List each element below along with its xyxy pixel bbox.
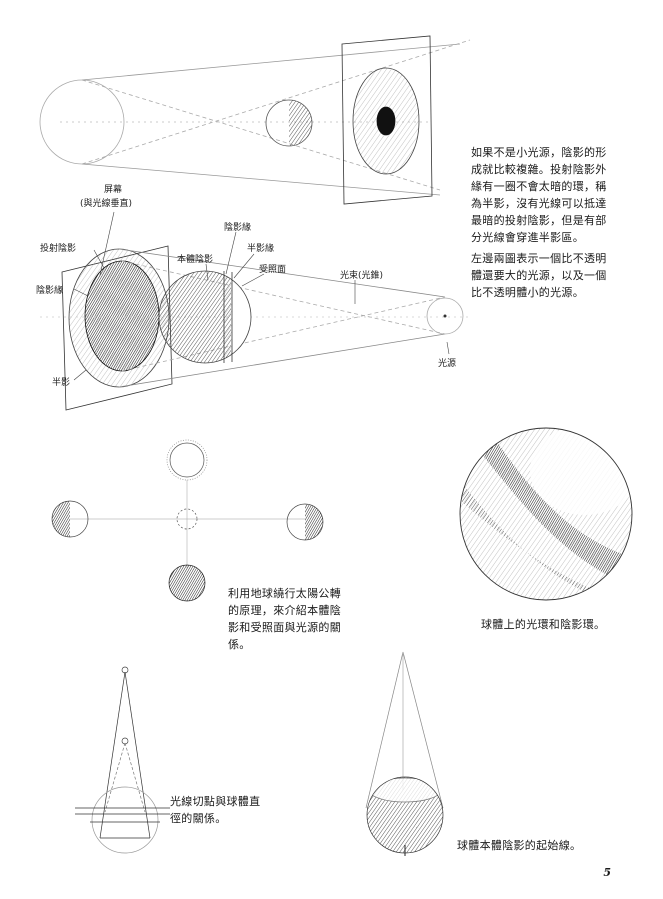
- small-light-source-circle: [426, 297, 464, 335]
- caption-small-source-p2: 左邊兩圖表示一個比不透明體還要大的光源，以及一個比不透明體小的光源。: [471, 252, 607, 299]
- caption-orbit: 利用地球繞行太陽公轉的原理，來介紹本體陰影和受照面與光源的關係。: [228, 587, 341, 651]
- page-number: 5: [603, 866, 611, 879]
- ringed-sphere: [459, 427, 633, 601]
- label-cast-shadow: 投射陰影: [40, 244, 77, 254]
- tangent-diagram: [75, 666, 170, 854]
- large-light-source-circle: [39, 79, 125, 165]
- opaque-sphere-middle: [158, 270, 252, 364]
- umbra-middle: [84, 260, 160, 372]
- label-lit-face: 受照面: [259, 265, 287, 275]
- caption-small-source: 如果不是小光源，陰影的形成就比較複雜。投射陰影外緣有一圈不會太暗的環，稱為半影，…: [471, 144, 607, 301]
- center-dashed-circle: [176, 508, 198, 530]
- label-screen: 屏幕: [104, 185, 123, 195]
- caption-small-source-p1: 如果不是小光源，陰影的形成就比較複雜。投射陰影外緣有一圈不會太暗的環，稱為半影，…: [471, 146, 607, 244]
- start-line-diagram: [365, 651, 444, 856]
- label-penumbra-top: 半影緣: [247, 244, 275, 254]
- earth-bottom: [168, 564, 206, 602]
- sun-circle: [166, 439, 208, 481]
- caption-rings: 球體上的光環和陰影環。: [481, 618, 606, 631]
- label-shadow-edge-top: 陰影緣: [224, 223, 252, 233]
- caption-tangent: 光線切點與球體直徑的關係。: [170, 795, 261, 825]
- label-shadow-edge-left: 陰影緣: [36, 286, 64, 296]
- tangent-sphere: [91, 786, 159, 854]
- label-light-source: 光源: [438, 359, 457, 369]
- label-screen-note: (與光線垂直): [80, 199, 133, 209]
- label-penumbra-left: 半影: [52, 378, 71, 388]
- screen-top: [341, 35, 433, 205]
- caption-start-line: 球體本體陰影的起始線。: [457, 839, 582, 852]
- orbit-diagram: [51, 439, 324, 602]
- label-light-beam: 光束(光錐): [340, 271, 384, 281]
- umbra-top: [376, 106, 396, 136]
- label-body-shadow: 本體陰影: [177, 255, 214, 265]
- large-source-diagram: [39, 35, 471, 205]
